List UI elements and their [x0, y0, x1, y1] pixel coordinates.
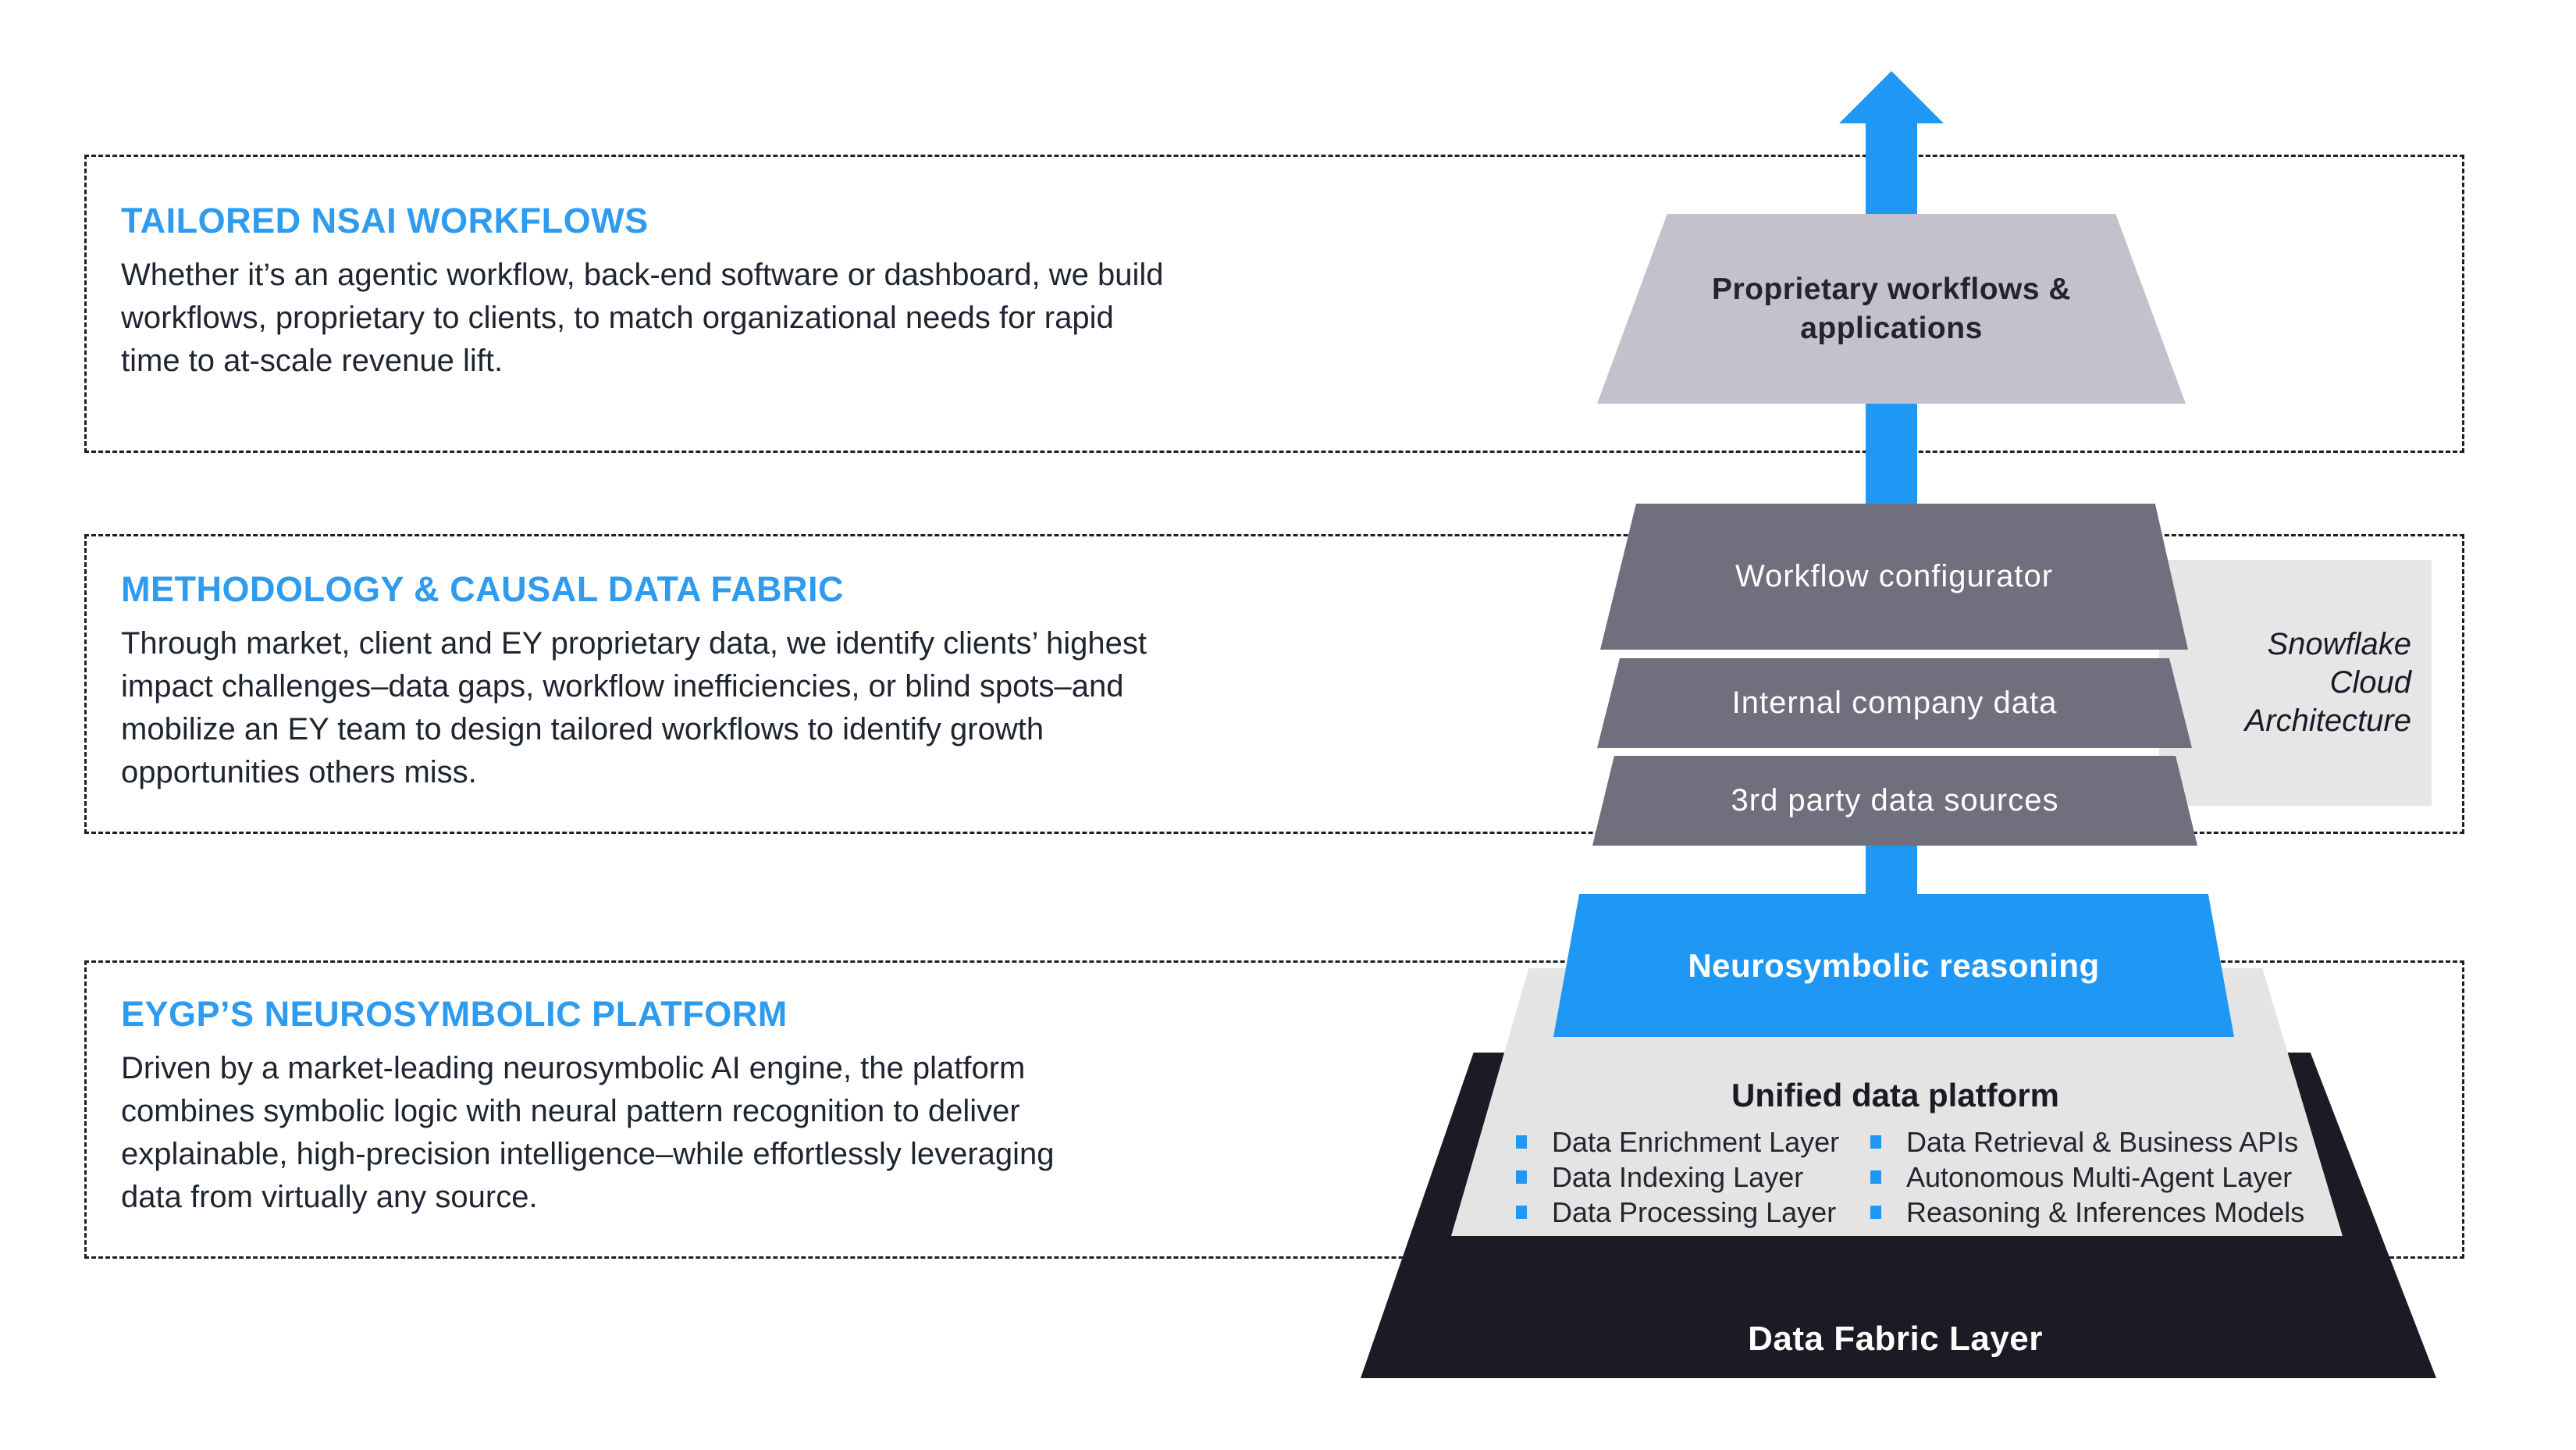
list-item: Data Retrieval & Business APIs [1870, 1124, 2304, 1160]
platform-bullets-right: Data Retrieval & Business APIs Autonomou… [1870, 1124, 2304, 1230]
proprietary-workflows-label: Proprietary workflows &applications [1711, 272, 2072, 345]
arrow-shaft-middle [1866, 398, 1917, 508]
data-fabric-layer-label: Data Fabric Layer [1748, 1320, 2043, 1358]
layer-workflow-configurator: Workflow configurator [1600, 504, 2188, 650]
layer-neurosymbolic-reasoning: Neurosymbolic reasoning [1553, 894, 2234, 1037]
bullet-square-icon [1870, 1135, 1881, 1149]
up-arrow-icon [1839, 71, 1944, 123]
workflow-configurator-label: Workflow configurator [1735, 559, 2054, 593]
section-title: EYGP’S NEUROSYMBOLIC PLATFORM [121, 994, 788, 1034]
unified-data-platform-title: Unified data platform [1731, 1077, 2060, 1113]
layer-internal-company-data: Internal company data [1597, 658, 2192, 748]
bullet-label: Data Processing Layer [1552, 1195, 1837, 1228]
section-title: TAILORED NSAI WORKFLOWS [121, 201, 649, 240]
bullet-square-icon [1516, 1206, 1527, 1219]
bullet-label: Data Indexing Layer [1552, 1160, 1804, 1193]
layer-proprietary-workflows-applications: Proprietary workflows &applications [1597, 214, 2186, 404]
3rd-party-data-sources-label: 3rd party data sources [1731, 783, 2059, 818]
layer-3rd-party-data-sources: 3rd party data sources [1592, 756, 2197, 846]
list-item: Data Indexing Layer [1516, 1160, 1839, 1195]
bullet-label: Autonomous Multi-Agent Layer [1906, 1160, 2293, 1193]
arrow-shaft-top [1866, 117, 1917, 219]
section-body: Through market, client and EY proprietar… [121, 626, 1147, 789]
section-body: Driven by a market-leading neurosymbolic… [121, 1051, 1055, 1214]
internal-company-data-label: Internal company data [1731, 686, 2058, 720]
neurosymbolic-reasoning-label: Neurosymbolic reasoning [1688, 946, 2100, 984]
bullet-square-icon [1870, 1170, 1881, 1184]
section-methodology-causal-data-fabric: METHODOLOGY & CAUSAL DATA FABRIC Through… [84, 534, 2464, 834]
list-item: Reasoning & Inferences Models [1870, 1195, 2304, 1230]
arrow-shaft-lower [1866, 839, 1917, 898]
platform-bullets-left: Data Enrichment Layer Data Indexing Laye… [1516, 1124, 1839, 1230]
list-item: Autonomous Multi-Agent Layer [1870, 1160, 2304, 1195]
section-title: METHODOLOGY & CAUSAL DATA FABRIC [121, 569, 844, 609]
bullet-label: Data Retrieval & Business APIs [1906, 1125, 2299, 1158]
section-body: Whether it’s an agentic workflow, back-e… [121, 258, 1164, 378]
bullet-label: Reasoning & Inferences Models [1906, 1195, 2305, 1228]
bullet-square-icon [1516, 1135, 1527, 1149]
section-tailored-nsai-workflows: TAILORED NSAI WORKFLOWS Whether it’s an … [84, 155, 2464, 453]
bullet-square-icon [1516, 1170, 1527, 1184]
bullet-square-icon [1870, 1206, 1881, 1219]
bullet-label: Data Enrichment Layer [1552, 1125, 1840, 1158]
list-item: Data Enrichment Layer [1516, 1124, 1839, 1160]
section-eygp-neurosymbolic-platform: EYGP’S NEUROSYMBOLIC PLATFORM Driven by … [84, 960, 2464, 1259]
list-item: Data Processing Layer [1516, 1195, 1839, 1230]
